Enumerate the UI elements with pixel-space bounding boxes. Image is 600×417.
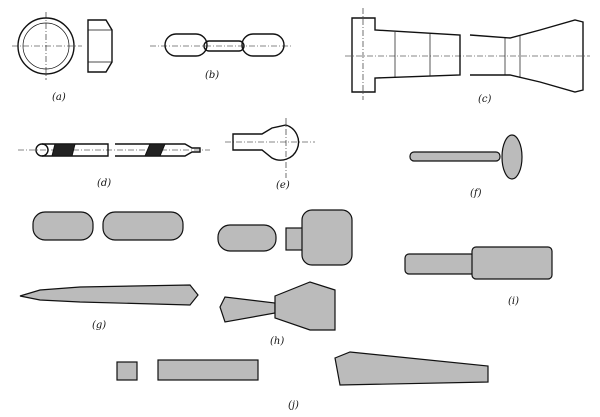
part-a-ring: [12, 12, 113, 80]
part-h-cutter: [217, 209, 353, 331]
part-c-casting: [345, 8, 590, 100]
part-g-drill: [19, 211, 199, 306]
label-i: (i): [508, 296, 520, 307]
part-i-tap: [404, 246, 553, 280]
part-f-valve: [409, 134, 523, 180]
part-e-fitting: [225, 118, 315, 178]
label-d: (d): [97, 178, 112, 189]
label-g: (g): [92, 320, 107, 331]
part-j-bars: [116, 351, 489, 386]
label-c: (c): [478, 94, 492, 105]
label-f: (f): [470, 188, 482, 199]
label-b: (b): [205, 70, 220, 81]
label-e: (e): [276, 180, 290, 191]
part-d-rod: [18, 143, 210, 157]
label-j: (j): [288, 400, 299, 411]
label-a: (a): [52, 92, 66, 103]
label-h: (h): [270, 336, 285, 347]
part-b-chain: [150, 33, 292, 57]
